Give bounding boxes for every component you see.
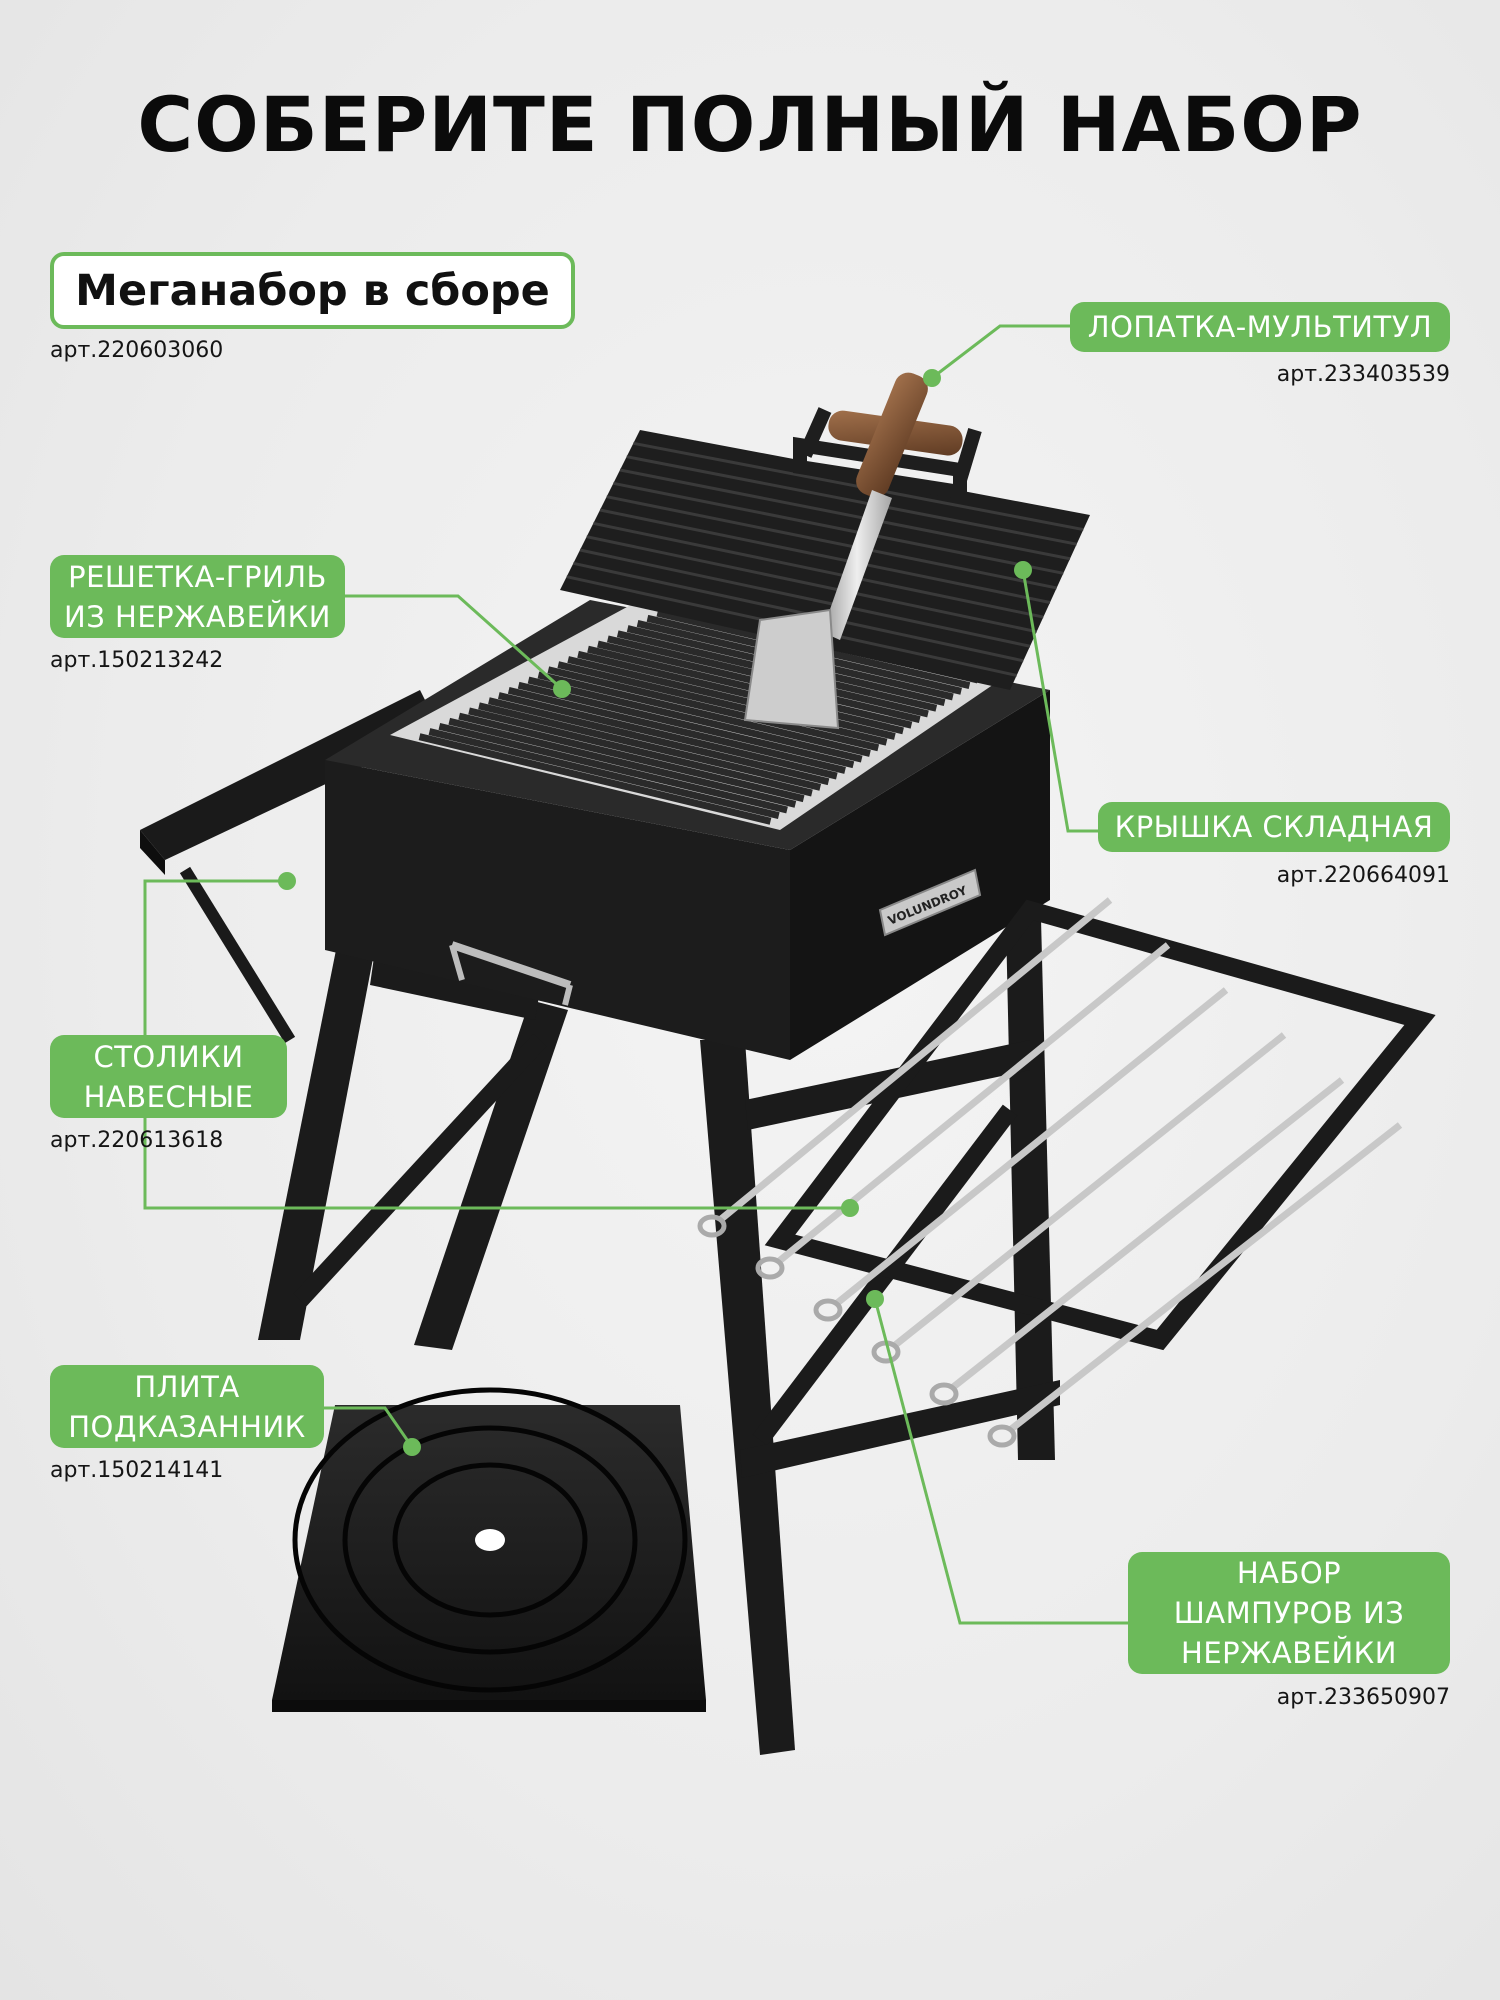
skewer-ring <box>813 1298 843 1322</box>
grate-bar <box>537 671 871 757</box>
set-label-box: Меганабор в сборе <box>50 252 575 329</box>
callout-spatula: ЛОПАТКА-МУЛЬТИТУЛ <box>1070 302 1450 352</box>
skewer <box>717 897 1113 1223</box>
set-article: арт.220603060 <box>50 338 224 363</box>
callout-tables-article: арт.220613618 <box>50 1128 224 1153</box>
grate-bar <box>517 681 855 769</box>
skewer <box>1007 1122 1403 1433</box>
grill-stand <box>258 880 1060 1755</box>
side-table-left <box>140 690 440 1044</box>
skewer-ring <box>929 1382 959 1406</box>
callout-grill: РЕШЕТКА-ГРИЛЬ ИЗ НЕРЖАВЕЙКИ <box>50 555 345 638</box>
grate-bar <box>458 712 805 803</box>
lid-slat <box>626 455 1077 546</box>
lid-slat <box>606 495 1057 590</box>
skewer-ring <box>697 1214 727 1238</box>
callout-grill-article: арт.150213242 <box>50 648 224 673</box>
callout-skewers-line-3: НЕРЖАВЕЙКИ <box>1181 1636 1397 1670</box>
page-title: СОБЕРИТЕ ПОЛНЫЙ НАБОР <box>137 80 1363 169</box>
grate-bar <box>438 723 788 814</box>
lid-slat <box>579 548 1031 648</box>
grate-bar <box>418 733 772 825</box>
grate-bar <box>557 661 888 746</box>
lid-slat <box>599 508 1051 604</box>
grate-bar <box>507 686 846 774</box>
lid-slat <box>593 521 1044 619</box>
lid-slat <box>586 535 1037 634</box>
skewer-ring <box>987 1424 1017 1448</box>
folding-lid <box>560 407 1090 690</box>
grate-bar <box>527 676 863 763</box>
callout-skewers-article: арт.233650907 <box>1276 1685 1450 1710</box>
callout-plate-line-2: ПОДКАЗАННИК <box>68 1409 306 1444</box>
skewer <box>891 1032 1287 1349</box>
callout-lid-line: КРЫШКА СКЛАДНАЯ <box>1114 810 1434 844</box>
lid-slat <box>613 481 1064 575</box>
skewer-rack <box>764 899 1436 1351</box>
skewer <box>833 987 1229 1307</box>
grate-bar <box>488 697 830 786</box>
callout-tables-line-1: СТОЛИКИ <box>93 1039 244 1074</box>
callout-grill-line-2: ИЗ НЕРЖАВЕЙКИ <box>64 599 331 634</box>
callout-tables-line-2: НАВЕСНЫЕ <box>83 1079 254 1114</box>
grate-bar <box>478 702 822 791</box>
spatula-multitool <box>743 372 963 730</box>
skewer-ring <box>755 1256 785 1280</box>
callout-lid: КРЫШКА СКЛАДНАЯ <box>1098 802 1450 852</box>
lid-slat <box>619 468 1071 561</box>
set-label: Меганабор в сборе <box>75 265 550 316</box>
callout-dots <box>278 369 1032 1456</box>
grate-bar <box>577 650 904 735</box>
callout-plate-line-1: ПЛИТА <box>134 1369 240 1404</box>
callout-plate: ПЛИТА ПОДКАЗАННИК <box>50 1365 324 1448</box>
lid-slat <box>573 561 1024 663</box>
callout-skewers-line-2: ШАМПУРОВ ИЗ <box>1173 1596 1405 1630</box>
grate-bar <box>547 666 880 752</box>
callout-spatula-article: арт.233403539 <box>1276 362 1450 387</box>
grate-bar <box>497 692 838 780</box>
callout-spatula-line: ЛОПАТКА-МУЛЬТИТУЛ <box>1087 310 1433 344</box>
grate-bar <box>468 707 813 797</box>
callout-skewers: НАБОР ШАМПУРОВ ИЗ НЕРЖАВЕЙКИ <box>1128 1552 1450 1674</box>
callout-grill-line-1: РЕШЕТКА-ГРИЛЬ <box>68 559 327 594</box>
front-handle <box>449 941 573 1006</box>
grate-bar <box>448 717 797 808</box>
cooking-plate <box>272 1387 706 1712</box>
callout-skewers-line-1: НАБОР <box>1236 1556 1342 1590</box>
grate-bar <box>428 728 780 820</box>
grill-grate <box>390 600 1000 830</box>
skewer <box>949 1077 1345 1391</box>
callout-lid-article: арт.220664091 <box>1276 863 1450 888</box>
grate-bar <box>567 656 896 740</box>
callout-plate-article: арт.150214141 <box>50 1458 224 1483</box>
callout-tables: СТОЛИКИ НАВЕСНЫЕ <box>50 1035 287 1118</box>
